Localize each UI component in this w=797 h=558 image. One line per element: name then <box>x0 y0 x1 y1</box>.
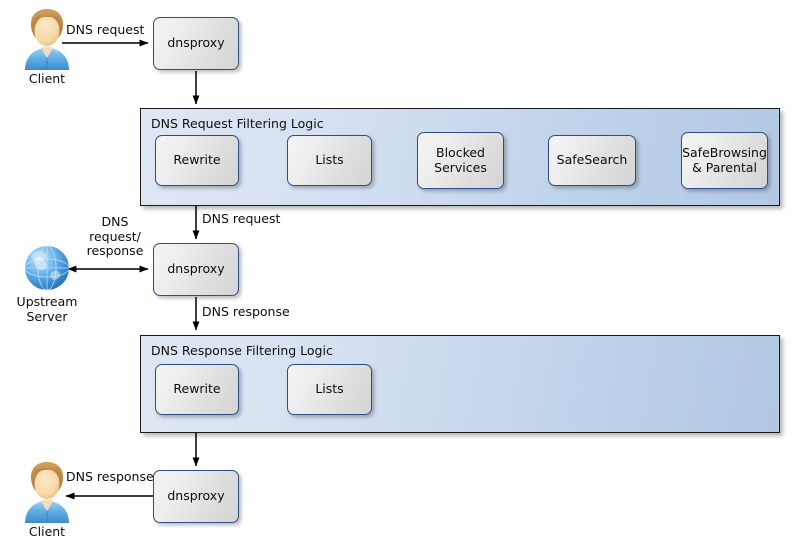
edge-label-line1: DNS <box>101 214 129 229</box>
dnsproxy-bottom-label: dnsproxy <box>167 488 225 504</box>
group-response-filtering: DNS Response Filtering Logic <box>140 335 780 433</box>
group-request-filtering: DNS Request Filtering Logic <box>140 108 780 206</box>
edge-label-dnsproxy-to-response-group: DNS response <box>202 304 290 320</box>
edge-label-line2: request/ <box>89 228 141 244</box>
node-req-blocked-services[interactable]: Blocked Services <box>417 132 504 189</box>
edge-label-dnsproxy-to-client-bottom: DNS response <box>66 469 154 485</box>
edge-label-line3: response <box>86 243 144 258</box>
node-req-safebrowsing-line2: & Parental <box>692 159 757 175</box>
group-request-filtering-title: DNS Request Filtering Logic <box>151 116 324 131</box>
node-resp-lists[interactable]: Lists <box>287 364 372 415</box>
globe-icon <box>24 245 70 291</box>
actor-label-client-bottom: Client <box>17 524 77 540</box>
actor-label-text: Client <box>28 524 66 539</box>
node-req-lists-label: Lists <box>315 152 344 168</box>
dnsproxy-middle[interactable]: dnsproxy <box>153 243 239 296</box>
node-req-blocked-services-line2: Services <box>434 159 487 175</box>
node-resp-rewrite[interactable]: Rewrite <box>155 364 239 415</box>
node-req-safesearch[interactable]: SafeSearch <box>548 135 636 186</box>
edge-label-dnsproxy-to-request-group: DNS request <box>202 211 281 227</box>
node-req-lists[interactable]: Lists <box>287 135 372 186</box>
node-req-rewrite-label: Rewrite <box>173 152 221 168</box>
dnsproxy-middle-label: dnsproxy <box>167 261 225 277</box>
node-req-blocked-services-line1: Blocked <box>436 144 485 160</box>
edge-label-text: DNS response <box>66 469 154 484</box>
user-icon <box>25 462 69 523</box>
dnsproxy-top[interactable]: dnsproxy <box>153 17 239 70</box>
node-req-rewrite[interactable]: Rewrite <box>155 135 239 186</box>
user-icon <box>25 9 69 70</box>
node-resp-rewrite-label: Rewrite <box>173 381 221 397</box>
edge-label-text: DNS request <box>202 211 281 226</box>
node-req-safebrowsing-line1: SafeBrowsing <box>682 144 767 160</box>
dnsproxy-bottom[interactable]: dnsproxy <box>153 470 239 523</box>
actor-label-client-top: Client <box>17 71 77 87</box>
actor-label-line2: Server <box>26 308 68 324</box>
actor-label-text: Client <box>28 71 66 86</box>
actor-label-line1: Upstream <box>16 294 78 309</box>
edge-label-text: DNS request <box>66 22 145 37</box>
edge-label-upstream: DNS request/ response <box>74 214 156 259</box>
node-resp-lists-label: Lists <box>315 381 344 397</box>
edge-label-text: DNS response <box>202 304 290 319</box>
actor-label-upstream-server: Upstream Server <box>7 294 87 324</box>
node-req-safebrowsing-parental[interactable]: SafeBrowsing & Parental <box>681 132 768 189</box>
group-response-filtering-title: DNS Response Filtering Logic <box>151 343 333 358</box>
edge-label-client-to-dnsproxy-top: DNS request <box>66 22 145 38</box>
node-req-safesearch-label: SafeSearch <box>556 152 628 168</box>
dnsproxy-top-label: dnsproxy <box>167 35 225 51</box>
